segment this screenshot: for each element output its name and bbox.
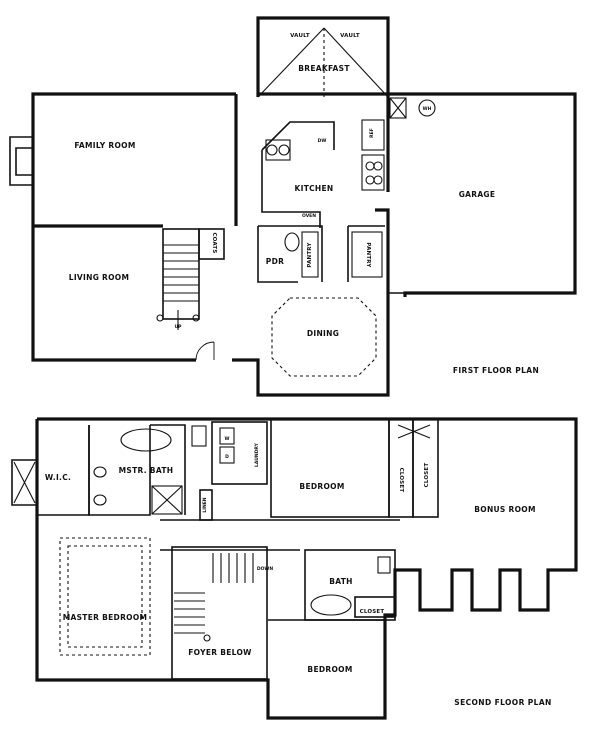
wic-walls	[11, 425, 90, 516]
foyer-walls	[232, 297, 390, 397]
sink-bowl-right	[278, 144, 290, 156]
pdr-walls	[257, 225, 385, 283]
label-bedroom-lower: BEDROOM	[307, 665, 352, 674]
fireplace	[9, 136, 34, 186]
coats-closet	[198, 228, 225, 260]
label-down: DOWN	[257, 566, 274, 572]
label-coats: COATS	[211, 232, 217, 253]
first-floor-title: FIRST FLOOR PLAN	[453, 366, 539, 375]
label-d: D	[225, 454, 229, 460]
label-oven: OVEN	[302, 213, 316, 219]
toilet-master	[191, 425, 207, 447]
sink-bowl-left	[266, 144, 278, 156]
kitchen-counter-l	[261, 121, 335, 228]
bedroom-upper-walls	[270, 418, 390, 518]
stair-treads	[163, 244, 199, 302]
label-wic: W.I.C.	[45, 473, 71, 482]
mstr-bath-walls	[88, 424, 186, 516]
label-garage: GARAGE	[459, 190, 496, 199]
label-mstr-bath: MSTR. BATH	[119, 466, 174, 475]
first-floor-plan	[9, 16, 577, 397]
laundry-walls	[211, 421, 268, 485]
refrigerator	[361, 119, 385, 151]
upper-stair-treads	[174, 553, 254, 634]
label-family-room: FAMILY ROOM	[74, 141, 135, 150]
bathtub-master	[120, 428, 172, 452]
label-bath: BATH	[329, 577, 353, 586]
bathtub-hall	[310, 594, 352, 616]
master-tray-ceiling	[59, 537, 151, 656]
vault-line-right	[323, 27, 389, 98]
first-floor-labels: FAMILY ROOM BREAKFAST VAULT VAULT KITCHE…	[69, 33, 539, 375]
water-heater	[418, 99, 436, 117]
label-closet-right: CLOSET	[424, 463, 430, 488]
label-bedroom-upper: BEDROOM	[299, 482, 344, 491]
second-floor-title: SECOND FLOOR PLAN	[454, 698, 551, 707]
pdr-toilet	[284, 232, 300, 252]
label-pantry-right: PANTRY	[365, 242, 371, 268]
stair-outline	[162, 228, 200, 320]
wh-closet	[389, 97, 407, 119]
kitchen-sink	[265, 139, 291, 161]
second-floor-outer	[35, 417, 578, 720]
closet-small-box	[354, 596, 396, 618]
label-pdr: PDR	[266, 257, 284, 266]
foyer-below-area	[171, 546, 268, 680]
label-bonus-room: BONUS ROOM	[474, 505, 535, 514]
second-floor-labels: W.I.C. MSTR. BATH LAUNDRY LINEN BEDROOM …	[45, 436, 551, 707]
label-kitchen: KITCHEN	[295, 184, 334, 193]
label-foyer-below: FOYER BELOW	[188, 648, 252, 657]
label-living-room: LIVING ROOM	[69, 273, 130, 282]
label-w: W	[225, 436, 230, 442]
vault-line-left	[257, 27, 325, 98]
second-floor-plan	[11, 417, 578, 720]
label-dw: DW	[318, 138, 327, 144]
label-vault-left: VAULT	[290, 33, 310, 39]
hall-walls	[160, 519, 400, 551]
label-up: UP	[175, 324, 183, 330]
front-door	[195, 341, 215, 361]
label-dining: DINING	[307, 329, 339, 338]
label-wh: WH	[423, 106, 432, 112]
newel-post-left	[156, 314, 164, 322]
label-linen: LINEN	[202, 497, 208, 512]
label-pantry-left: PANTRY	[307, 242, 313, 268]
pantry-left-box	[301, 231, 319, 278]
label-vault-right: VAULT	[340, 33, 360, 39]
label-breakfast: BREAKFAST	[298, 64, 350, 73]
toilet-hall	[377, 556, 391, 574]
label-ref: REF	[369, 128, 375, 138]
label-laundry: LAUNDRY	[254, 442, 260, 467]
label-master-bedroom: MASTER BEDROOM	[63, 613, 148, 622]
upper-newel-post	[203, 634, 211, 642]
label-closet-small: CLOSET	[360, 609, 385, 615]
range	[361, 154, 385, 191]
dining-ceiling	[271, 297, 377, 377]
shower-master	[151, 485, 183, 515]
closet-right-box	[412, 418, 439, 518]
pantry-right-box	[351, 231, 383, 278]
newel-post-right	[192, 314, 200, 322]
breakfast-walls	[256, 16, 390, 97]
label-closet-left: CLOSET	[398, 468, 404, 493]
